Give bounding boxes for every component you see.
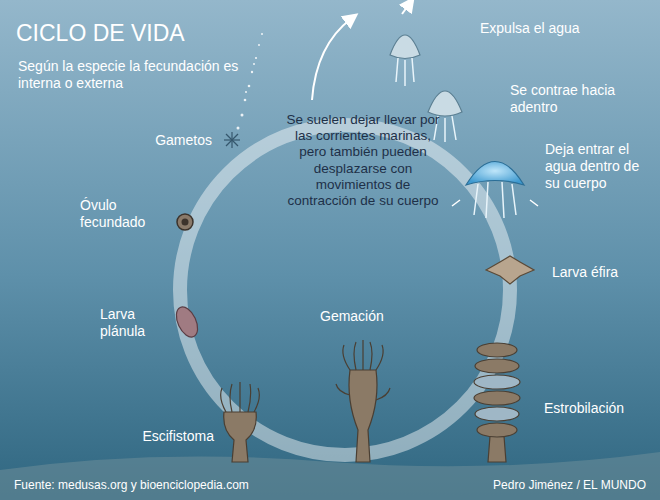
scyphistoma xyxy=(221,382,260,412)
stage-label: Óvulo fecundado xyxy=(80,197,172,231)
gametes xyxy=(237,127,240,130)
cycle-ring xyxy=(312,18,352,100)
ephyra-larva xyxy=(486,256,534,284)
planula-larva xyxy=(172,304,202,341)
stage-label: Se contrae hacia adentro xyxy=(510,82,630,116)
gametes xyxy=(253,63,255,65)
strobilation xyxy=(475,407,519,421)
fertilized-egg xyxy=(177,214,193,230)
jellyfish-open xyxy=(466,162,524,186)
gametes xyxy=(226,134,238,146)
scyphistoma xyxy=(224,412,257,462)
jellyfish-open xyxy=(474,182,516,218)
cycle-ring xyxy=(402,3,410,14)
stage-label: Escifistoma xyxy=(120,428,214,445)
gametes xyxy=(224,132,240,148)
jellyfish-expelling xyxy=(390,35,420,86)
ephyra-larva xyxy=(486,256,534,284)
gametes xyxy=(248,85,251,88)
diagram-title: CICLO DE VIDA xyxy=(16,20,316,48)
budding-polyp xyxy=(336,384,390,400)
fertilized-egg xyxy=(177,214,193,230)
jellyfish-expelling xyxy=(390,35,420,59)
strobilation xyxy=(488,436,506,462)
planula-larva xyxy=(172,304,202,341)
gametes xyxy=(244,99,247,102)
source-credit: Fuente: medusas.org y bioenciclopedia.co… xyxy=(14,478,334,492)
strobilation xyxy=(474,375,520,389)
gametes xyxy=(255,57,257,59)
stage-label: Estrobilación xyxy=(544,400,656,417)
gametes xyxy=(245,91,247,93)
note-text: Según la especie la fecundación es inter… xyxy=(18,58,278,92)
jellyfish-open xyxy=(452,200,538,206)
stage-label: Expulsa el agua xyxy=(480,20,640,37)
strobilation xyxy=(475,359,519,373)
jellyfish-expelling xyxy=(396,58,414,86)
strobilation xyxy=(477,343,517,357)
gametes xyxy=(258,44,260,46)
budding-polyp xyxy=(349,370,377,462)
gametes xyxy=(241,114,244,117)
gametes xyxy=(251,71,253,73)
gametes xyxy=(226,134,238,146)
jellyfish-open xyxy=(452,162,538,219)
stage-label: Deja entrar el agua dentro de su cuerpo xyxy=(545,141,657,191)
scyphistoma xyxy=(221,382,260,462)
stage-label: Gametos xyxy=(120,132,212,149)
center-note: Se suelen dejar llevar por las corriente… xyxy=(282,112,444,209)
strobilation xyxy=(477,423,517,437)
budding-polyp xyxy=(343,340,383,370)
gametes xyxy=(261,33,263,35)
strobilation xyxy=(474,343,520,462)
stage-label: Larva éfira xyxy=(552,264,656,281)
fertilized-egg xyxy=(182,219,189,226)
author-credit: Pedro Jiménez / EL MUNDO xyxy=(440,478,646,492)
stage-label: Larva plánula xyxy=(100,306,166,340)
stage-label: Gemación xyxy=(320,308,410,325)
gametes xyxy=(224,33,263,148)
budding-polyp xyxy=(336,340,390,462)
strobilation xyxy=(474,391,520,405)
